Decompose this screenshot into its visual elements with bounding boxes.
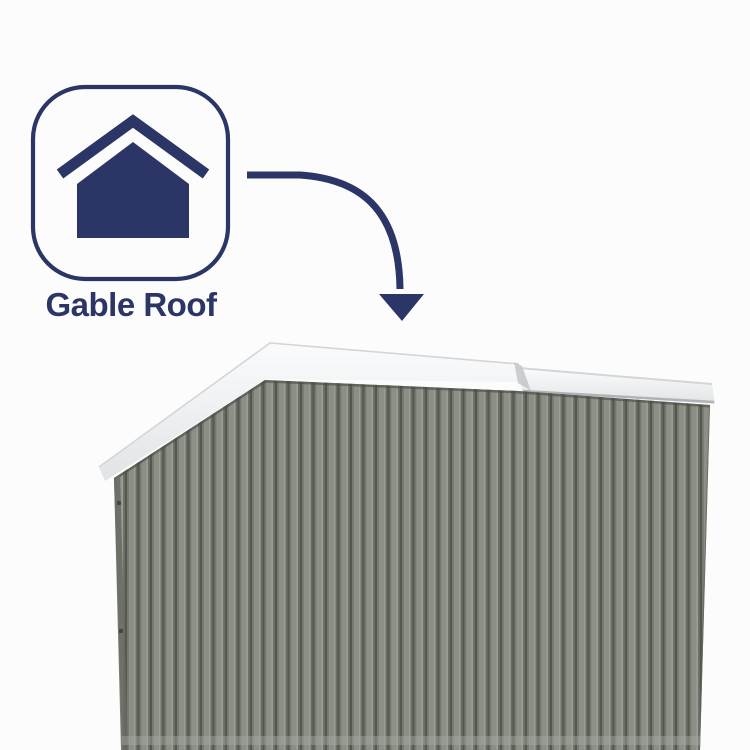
wall-corner-trim xyxy=(114,476,128,750)
roof-capping-top-edge xyxy=(98,342,520,468)
roof-capping-step-fold xyxy=(514,362,531,391)
curved-arrow-down-icon xyxy=(247,171,424,321)
shed-photo xyxy=(98,342,715,750)
roof-capping-gable xyxy=(99,343,519,481)
icon-rounded-frame xyxy=(30,84,231,282)
roof-chevron-icon xyxy=(56,114,210,179)
roof-capping-side-shadow xyxy=(522,389,715,404)
wall-bottom-fade xyxy=(115,736,710,745)
wall-top-shadow xyxy=(114,380,710,481)
trim-screw-bottom xyxy=(119,629,123,633)
arrow-head xyxy=(379,294,424,321)
trim-screw-top xyxy=(117,501,121,505)
corrugated-wall xyxy=(114,380,710,750)
house-gable-icon xyxy=(30,84,231,282)
badge-label: Gable Roof xyxy=(45,286,217,323)
roof-capping-side-top-edge xyxy=(518,367,713,385)
house-body-icon xyxy=(77,142,189,238)
arrow-shaft xyxy=(247,171,404,290)
roof-capping-side xyxy=(519,368,715,404)
